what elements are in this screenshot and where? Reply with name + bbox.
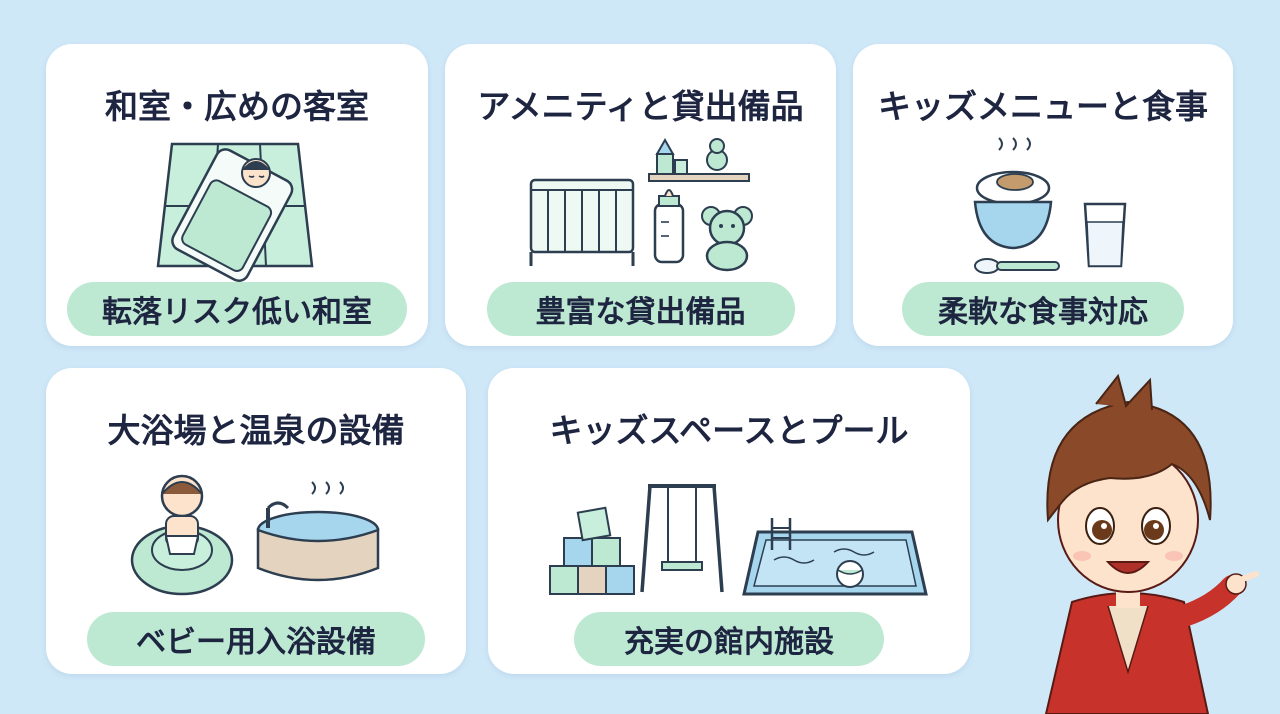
rental-items-illustration bbox=[529, 137, 753, 272]
feature-label: ベビー用入浴設備 bbox=[87, 612, 425, 666]
spoon-icon bbox=[974, 258, 1060, 274]
hot-spring-tub-icon bbox=[256, 501, 380, 582]
feature-label: 柔軟な食事対応 bbox=[902, 282, 1184, 336]
card-title: 和室・広めの客室 bbox=[105, 87, 369, 126]
card-kids-space-pool: キッズスペースとプール 充実の bbox=[488, 368, 970, 674]
glass-of-milk-icon bbox=[1083, 202, 1127, 268]
facilities-illustration bbox=[549, 484, 928, 596]
feature-label: 充実の館内施設 bbox=[574, 612, 884, 666]
toy-shelf-icon bbox=[648, 137, 750, 182]
card-bath: 大浴場と温泉の設備 ベビー用入浴設備 bbox=[46, 368, 466, 674]
feature-label: 転落リスク低い和室 bbox=[67, 282, 407, 336]
card-title: 大浴場と温泉の設備 bbox=[107, 411, 405, 450]
card-japanese-room: 和室・広めの客室 転落リスク低い和室 bbox=[46, 44, 428, 346]
baby-bottle-icon bbox=[653, 189, 685, 264]
card-title: キッズスペースとプール bbox=[549, 411, 909, 450]
meal-illustration bbox=[973, 137, 1127, 274]
crib-icon bbox=[529, 178, 635, 266]
bath-illustration bbox=[130, 474, 380, 596]
feature-label: 豊富な貸出備品 bbox=[486, 282, 795, 336]
card-title: キッズメニューと食事 bbox=[878, 87, 1208, 126]
card-kids-menu: キッズメニューと食事 柔軟な食事対応 bbox=[853, 44, 1233, 346]
tatami-futon-baby-icon bbox=[156, 142, 314, 282]
pool-icon bbox=[742, 518, 928, 596]
baby-bath-seat-icon bbox=[130, 474, 234, 596]
card-title: アメニティと貸出備品 bbox=[477, 87, 804, 126]
toy-blocks-icon bbox=[549, 506, 635, 595]
teddy-bear-icon bbox=[701, 206, 753, 272]
rice-bowl-icon bbox=[973, 170, 1053, 250]
card-amenities: アメニティと貸出備品 bbox=[445, 44, 836, 346]
pointing-boy-mascot bbox=[1044, 373, 1259, 714]
swing-icon bbox=[640, 484, 724, 593]
